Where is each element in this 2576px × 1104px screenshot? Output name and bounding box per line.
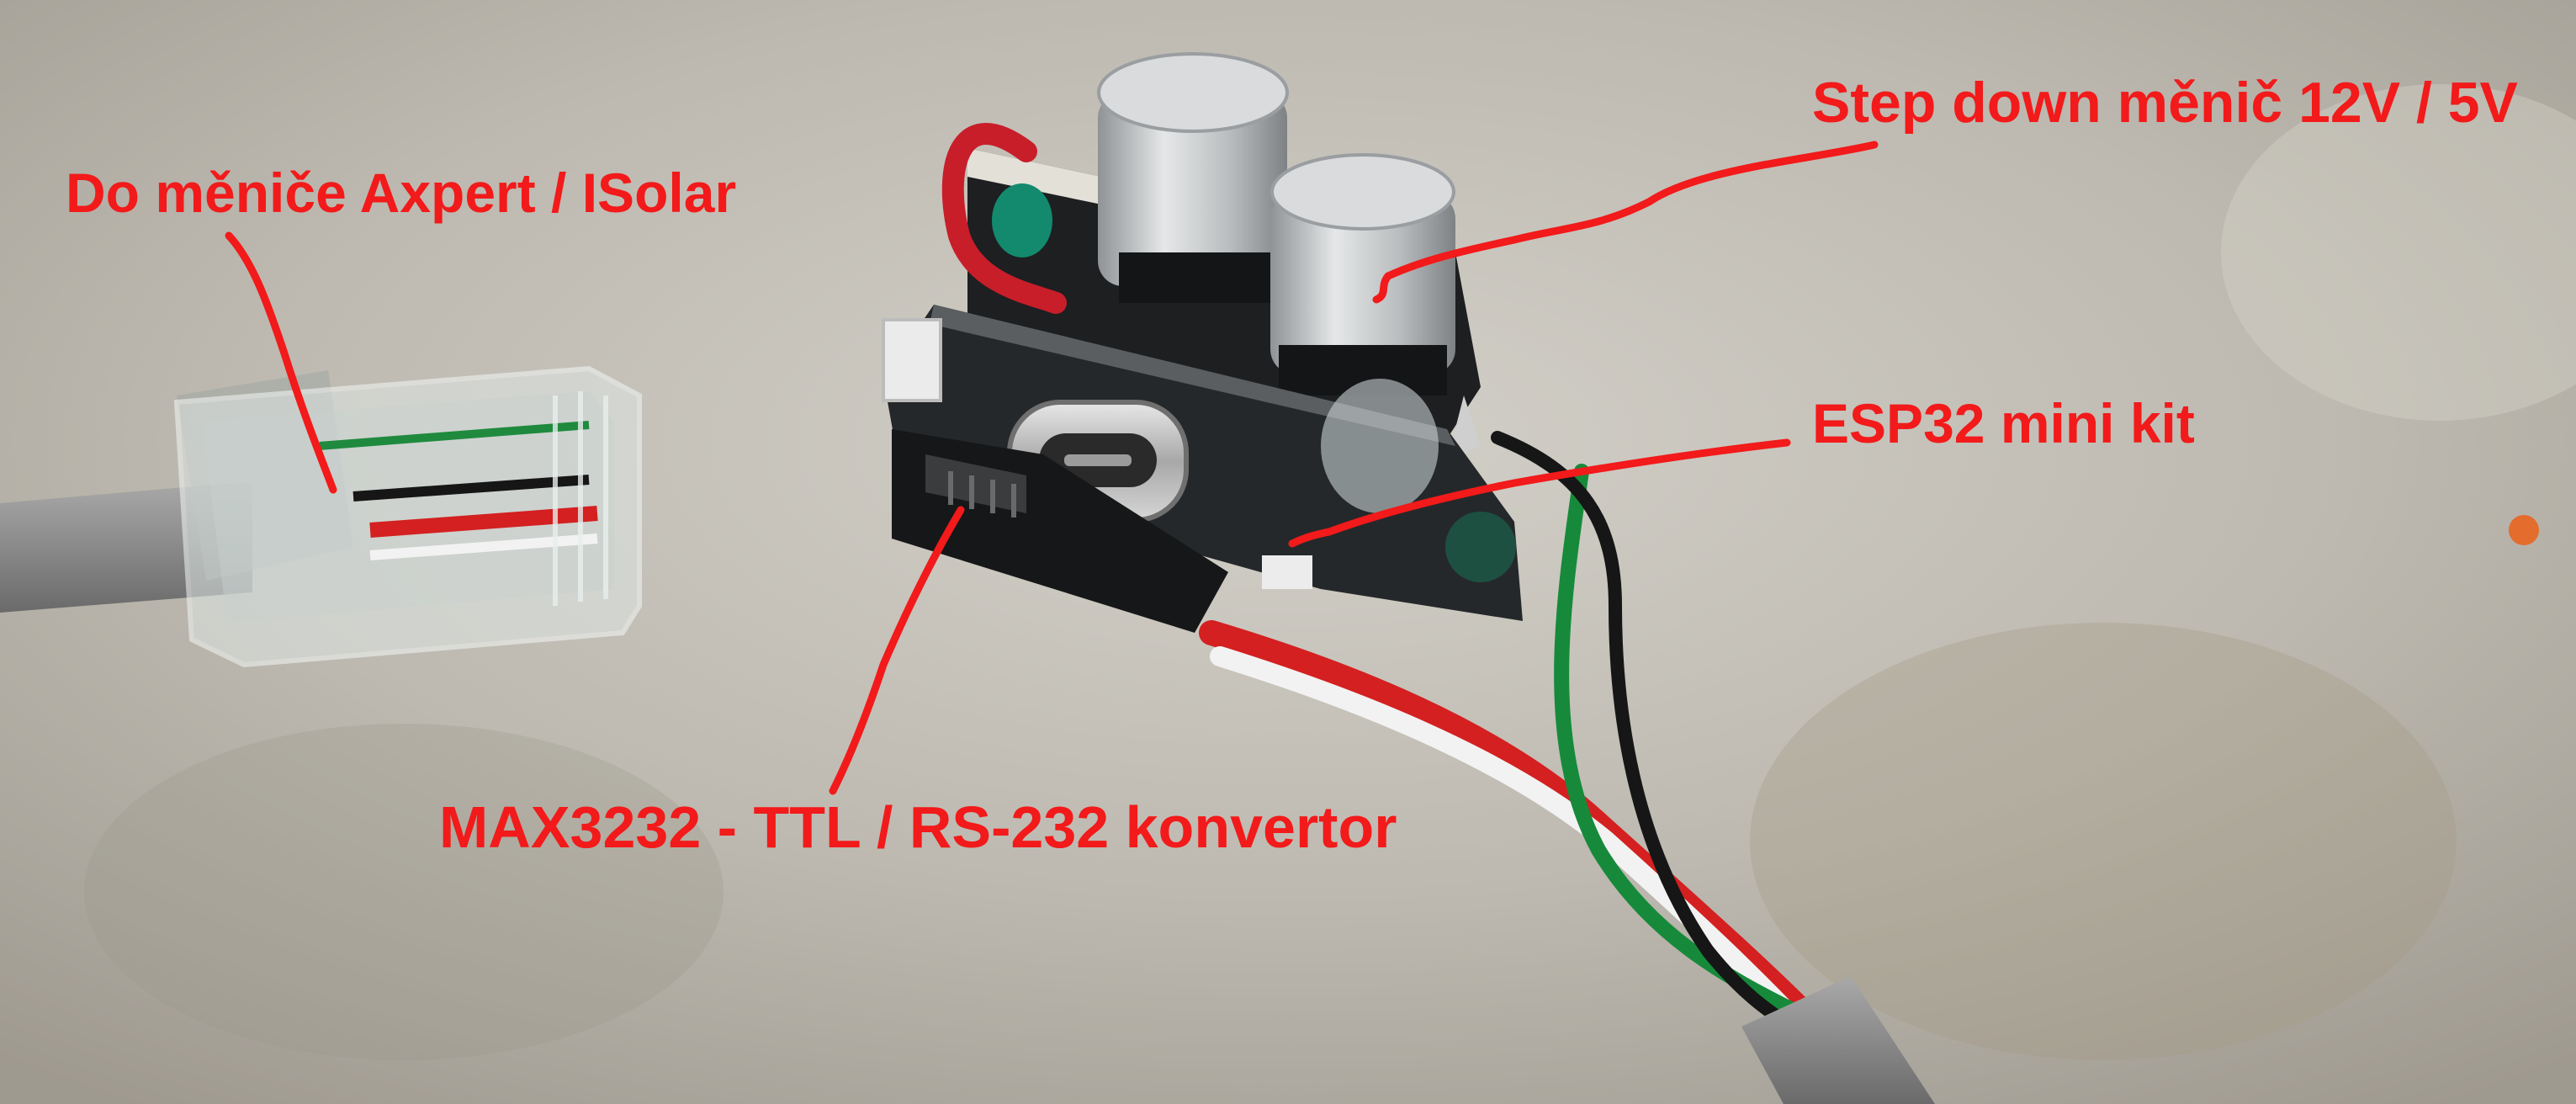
wire-bundle: [1199, 431, 1821, 1045]
label-esp32: ESP32 mini kit: [1812, 392, 2195, 454]
esp32-board: [882, 305, 1523, 621]
pointer-line-esp32: [1288, 438, 1791, 548]
output-cable: [1741, 976, 1935, 1104]
orange-speck: [2509, 515, 2539, 545]
pointer-line-max3232: [829, 506, 965, 795]
background-stain: [2221, 84, 2576, 421]
green-component: [992, 183, 1052, 257]
capacitor-right: [1270, 153, 1455, 395]
background-stain: [1750, 623, 2457, 1060]
label-step-down: Step down měnič 12V / 5V: [1812, 71, 2518, 135]
pointer-line-inverter: [225, 231, 337, 494]
red-jumper-wire: [941, 123, 1067, 314]
label-max3232: MAX3232 - TTL / RS-232 konvertor: [439, 794, 1397, 860]
label-inverter: Do měniče Axpert / ISolar: [66, 162, 737, 224]
pointer-line-stepdown: [1372, 141, 1879, 304]
background-stain: [84, 724, 724, 1060]
rj45-connector: [173, 365, 642, 668]
capacitor-left: [1097, 52, 1289, 303]
max3232-board: [892, 429, 1312, 633]
